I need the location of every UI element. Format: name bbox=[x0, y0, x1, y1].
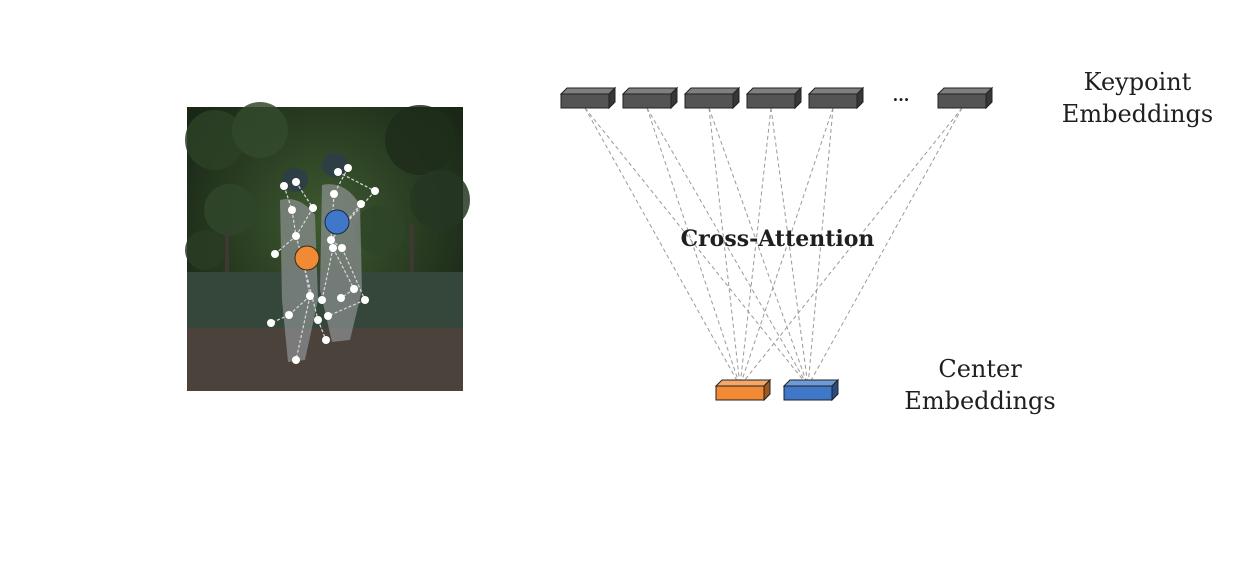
pose-keypoints bbox=[267, 164, 379, 364]
blue-center-marker bbox=[324, 209, 350, 235]
keypoint-dot bbox=[330, 190, 338, 198]
fence-post bbox=[225, 232, 229, 272]
attention-line bbox=[807, 107, 963, 387]
keypoint-dot bbox=[324, 312, 332, 320]
keypoint-dot bbox=[327, 236, 335, 244]
keypoint-dot bbox=[292, 356, 300, 364]
attention-line bbox=[584, 107, 809, 387]
center-embedding-tokens bbox=[714, 378, 840, 402]
keypoint-dot bbox=[361, 296, 369, 304]
blue-center-token bbox=[782, 378, 840, 402]
attention-line bbox=[708, 107, 741, 387]
keypoint-dot bbox=[280, 182, 288, 190]
token-ellipsis: ... bbox=[892, 86, 910, 105]
keypoint-dot bbox=[309, 204, 317, 212]
baseball-players-photo bbox=[185, 102, 470, 391]
keypoint-dot bbox=[322, 336, 330, 344]
center-embeddings-label: Center Embeddings bbox=[895, 353, 1065, 417]
keypoint-dot bbox=[337, 294, 345, 302]
keypoint-dot bbox=[314, 316, 322, 324]
center-label-line1: Center bbox=[938, 355, 1022, 383]
keypoint-dot bbox=[344, 164, 352, 172]
attention-line bbox=[770, 107, 809, 387]
keypoint-dot bbox=[338, 244, 346, 252]
orange-center-token bbox=[714, 378, 772, 402]
keypoint-dot bbox=[271, 250, 279, 258]
attention-line bbox=[739, 107, 963, 387]
keypoint-embeddings-label: Keypoint Embeddings bbox=[1055, 66, 1220, 130]
keypoint-dot bbox=[329, 244, 337, 252]
cross-attention-lines bbox=[584, 107, 963, 387]
keypoint-dot bbox=[306, 292, 314, 300]
keypoint-dot bbox=[292, 178, 300, 186]
keypoint-dot bbox=[357, 200, 365, 208]
keypoint-dot bbox=[288, 206, 296, 214]
keypoint-dot bbox=[285, 311, 293, 319]
keypoint-dot bbox=[350, 285, 358, 293]
tree-foliage bbox=[185, 102, 470, 270]
keypoint-label-line2: Embeddings bbox=[1061, 100, 1214, 128]
keypoint-token bbox=[683, 86, 741, 110]
keypoint-label-line1: Keypoint bbox=[1083, 68, 1192, 96]
keypoint-dot bbox=[292, 232, 300, 240]
keypoint-dot bbox=[318, 296, 326, 304]
attention-line bbox=[739, 107, 772, 387]
keypoint-token bbox=[745, 86, 803, 110]
keypoint-token bbox=[621, 86, 679, 110]
keypoint-token bbox=[559, 86, 617, 110]
keypoint-dot bbox=[334, 168, 342, 176]
attention-line bbox=[708, 107, 809, 387]
attention-line bbox=[807, 107, 834, 387]
center-label-line2: Embeddings bbox=[904, 387, 1056, 415]
fence-post bbox=[410, 225, 414, 273]
orange-center-marker bbox=[294, 245, 320, 271]
attention-line bbox=[646, 107, 809, 387]
keypoint-token bbox=[936, 86, 994, 110]
keypoint-token bbox=[807, 86, 865, 110]
keypoint-embedding-tokens bbox=[559, 86, 994, 110]
cross-attention-label: Cross-Attention bbox=[680, 226, 875, 252]
keypoint-dot bbox=[371, 187, 379, 195]
keypoint-dot bbox=[267, 319, 275, 327]
